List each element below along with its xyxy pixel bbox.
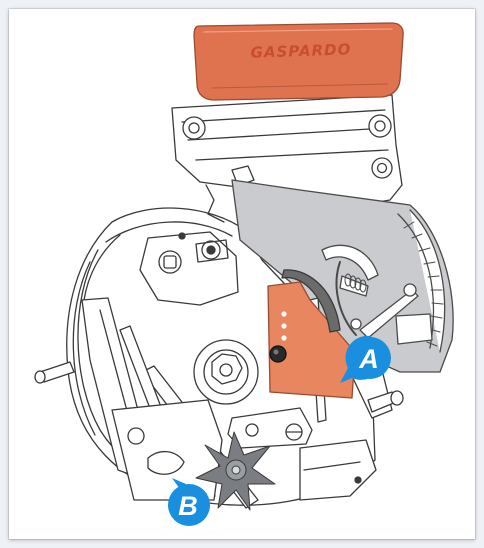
spring-coil [344, 273, 367, 293]
adjustment-plate [267, 269, 356, 399]
lower-frame [111, 399, 377, 501]
hopper-cover: GASPARDO [193, 22, 404, 101]
upper-frame [171, 94, 403, 223]
central-shaft [193, 339, 259, 405]
callout-a: A [340, 335, 391, 383]
brand-label: GASPARDO [250, 40, 351, 62]
callout-a-label: A [358, 344, 379, 374]
drive-hub [139, 231, 239, 306]
scale-ticks [403, 221, 444, 347]
star-wheel [195, 431, 276, 511]
callout-b: B [168, 478, 210, 526]
adjustment-knob [269, 345, 287, 363]
adjust-bracket [227, 407, 313, 449]
calibration-sector [231, 179, 454, 373]
callout-b-label: B [178, 491, 198, 521]
